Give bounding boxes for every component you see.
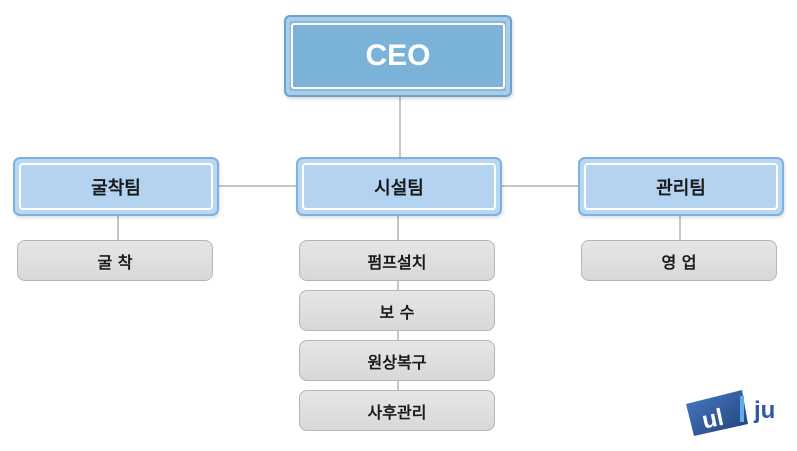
task-node-aftercare: 사후관리 <box>299 390 495 431</box>
task-node-sales: 영 업 <box>581 240 777 281</box>
ceo-node-inner: CEO <box>291 23 505 89</box>
task-node-excavation: 굴 착 <box>17 240 213 281</box>
task-node-pump-installation: 펌프설치 <box>299 240 495 281</box>
ceo-label: CEO <box>365 39 431 72</box>
task-label: 원상복구 <box>367 352 427 372</box>
team-label-management: 관리팀 <box>656 177 706 199</box>
logo-text-ju: ju <box>753 397 775 424</box>
team-node-inner: 시설팀 <box>302 163 496 210</box>
logo-plate <box>686 390 748 436</box>
task-label: 보 수 <box>379 302 415 322</box>
ceo-node: CEO <box>284 15 512 97</box>
team-node-facility: 시설팀 <box>296 157 502 216</box>
task-label: 펌프설치 <box>367 252 427 272</box>
task-node-restoration: 원상복구 <box>299 340 495 381</box>
team-node-management: 관리팀 <box>578 157 784 216</box>
team-node-inner: 관리팀 <box>584 163 778 210</box>
task-node-repair: 보 수 <box>299 290 495 331</box>
task-label: 영 업 <box>661 252 697 272</box>
task-label: 사후관리 <box>367 402 427 422</box>
task-label: 굴 착 <box>97 252 133 272</box>
team-label-facility: 시설팀 <box>374 177 424 199</box>
team-node-inner: 굴착팀 <box>19 163 213 210</box>
team-label-excavation: 굴착팀 <box>91 177 141 199</box>
logo-accent-bar <box>740 396 744 422</box>
uiju-logo: ul ju <box>686 390 775 436</box>
team-node-excavation: 굴착팀 <box>13 157 219 216</box>
